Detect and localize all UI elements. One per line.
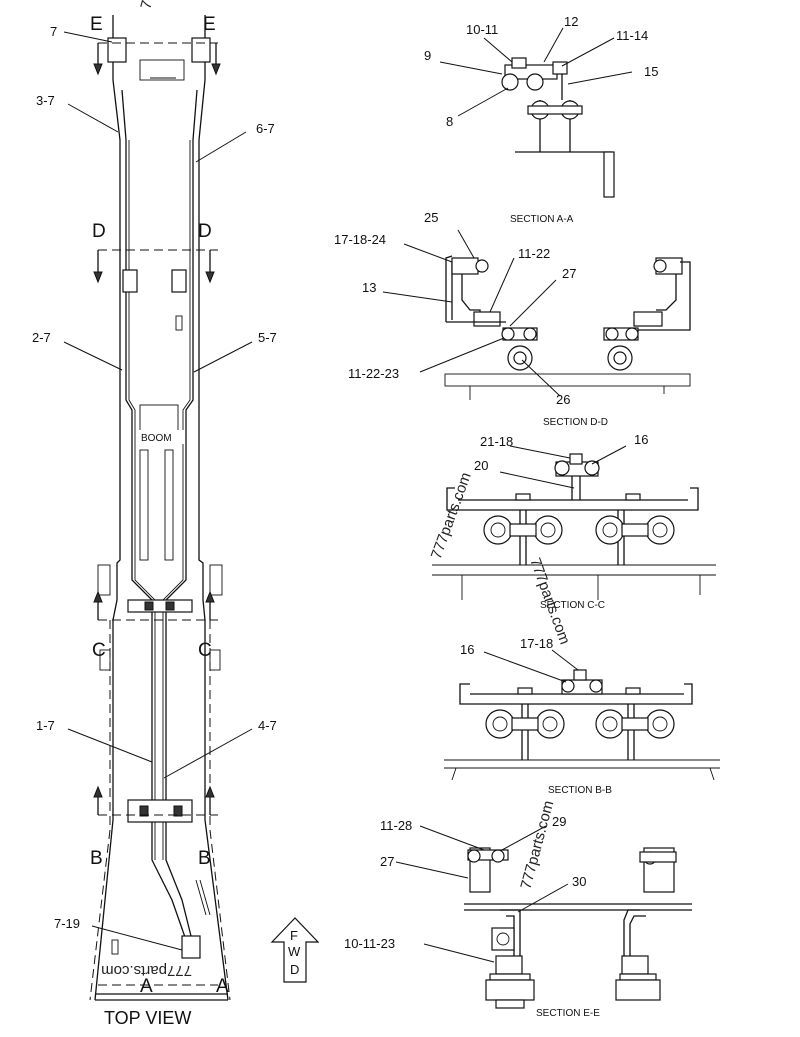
section-c-caption: SECTION C-C <box>540 600 605 611</box>
callout-e-27: 27 <box>380 854 394 869</box>
callout-b-16: 16 <box>460 642 474 657</box>
callout-a-9: 9 <box>424 48 431 63</box>
watermark-top: 777parts.com <box>137 0 177 11</box>
callout-d-25: 25 <box>424 210 438 225</box>
section-letter-d-right: D <box>198 221 212 242</box>
callout-5-7: 5-7 <box>258 330 277 345</box>
section-b-b: 16 17-18 SECTION B-B <box>444 636 720 796</box>
watermark-top-view-bottom: 777parts.com <box>101 962 192 979</box>
section-letter-a-right: A <box>216 976 229 997</box>
section-b-caption: SECTION B-B <box>548 785 612 796</box>
callout-d-26: 26 <box>556 392 570 407</box>
fwd-letter-f: F <box>290 928 298 943</box>
callout-a-11-14: 11-14 <box>616 28 648 43</box>
section-a-a: 10-11 12 11-14 9 15 8 SECTION A-A <box>424 14 658 225</box>
callout-1-7: 1-7 <box>36 718 55 733</box>
callout-2-7: 2-7 <box>32 330 51 345</box>
callout-d-27: 27 <box>562 266 576 281</box>
section-letter-b-right: B <box>198 848 211 869</box>
callout-c-21-18: 21-18 <box>480 434 513 449</box>
callout-b-17-18: 17-18 <box>520 636 553 651</box>
callout-3-7: 3-7 <box>36 93 55 108</box>
section-a-caption: SECTION A-A <box>510 214 574 225</box>
callout-c-20: 20 <box>474 458 488 473</box>
top-view-title: TOP VIEW <box>104 1008 191 1028</box>
top-view: E E D D C C B B A A BOOM 7 3-7 6-7 2-7 5… <box>32 14 277 1028</box>
callout-7-19: 7-19 <box>54 916 80 931</box>
fwd-letter-d: D <box>290 962 299 977</box>
section-letter-b-left: B <box>90 848 103 869</box>
watermark-section-c-left: 777parts.com <box>428 470 475 561</box>
section-e-e: 11-28 29 27 30 10-11-23 SECTION E-E <box>344 814 692 1019</box>
callout-e-29: 29 <box>552 814 566 829</box>
callout-e-11-28: 11-28 <box>380 818 412 833</box>
callout-a-10-11: 10-11 <box>466 22 498 37</box>
callout-a-15: 15 <box>644 64 658 79</box>
callout-a-12: 12 <box>564 14 578 29</box>
section-letter-a-left: A <box>140 976 153 997</box>
callout-4-7: 4-7 <box>258 718 277 733</box>
section-letter-c-right: C <box>198 640 212 661</box>
boom-label: BOOM <box>141 433 172 444</box>
watermarks: 777parts.com 777parts.com 777parts.com 7… <box>101 0 573 979</box>
callout-e-30: 30 <box>572 874 586 889</box>
forward-arrow-icon: F W D <box>270 917 320 983</box>
section-d-caption: SECTION D-D <box>543 417 608 428</box>
callout-d-17-18-24: 17-18-24 <box>334 232 386 247</box>
section-d-d: 25 17-18-24 11-22 27 13 11-22-23 26 SECT… <box>334 210 691 428</box>
section-letter-d-left: D <box>92 221 106 242</box>
callout-d-13: 13 <box>362 280 376 295</box>
fwd-letter-w: W <box>288 944 301 959</box>
callout-7: 7 <box>50 24 57 39</box>
section-e-caption: SECTION E-E <box>536 1008 600 1019</box>
callout-d-11-22: 11-22 <box>518 246 550 261</box>
section-letter-e-left: E <box>90 14 103 35</box>
section-letter-e-right: E <box>203 14 216 35</box>
callout-6-7: 6-7 <box>256 121 275 136</box>
callout-d-11-22-23: 11-22-23 <box>348 366 399 381</box>
callout-e-10-11-23: 10-11-23 <box>344 936 395 951</box>
watermark-section-e: 777parts.com <box>517 799 557 891</box>
section-letter-c-left: C <box>92 640 106 661</box>
section-c-c: 21-18 16 20 SECTION C-C <box>432 432 716 611</box>
callout-c-16: 16 <box>634 432 648 447</box>
callout-a-8: 8 <box>446 114 453 129</box>
